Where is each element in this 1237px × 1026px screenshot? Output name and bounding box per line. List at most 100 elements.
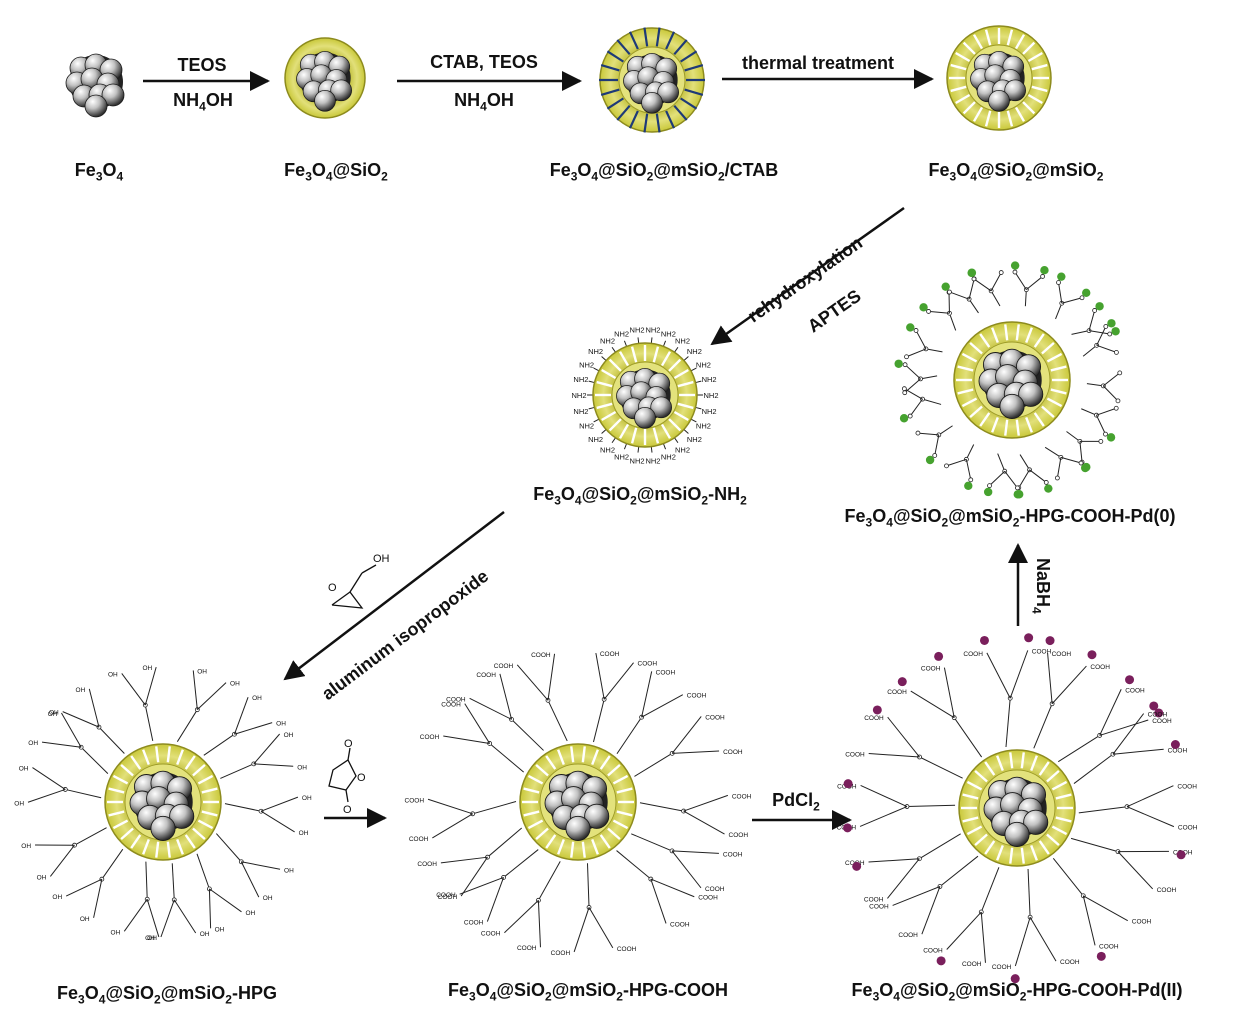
svg-text:COOH: COOH: [600, 651, 620, 658]
label-hpg: Fe3O4@SiO2@mSiO2-HPG: [57, 983, 277, 1007]
svg-text:COOH: COOH: [1177, 784, 1197, 791]
particle-hpg-cooh: COOHCOOHCOOHCOOHCOOHCOOHCOOHCOOHCOOHCOOH…: [405, 651, 752, 957]
svg-text:COOH: COOH: [729, 832, 749, 839]
svg-text:NH2: NH2: [588, 435, 603, 444]
label-fe3o4-sio2-msio2-nh2: Fe3O4@SiO2@mSiO2-NH2: [533, 484, 747, 508]
reagent-nh4oh-1: NH4OH: [173, 90, 233, 114]
particle-fe3o4-sio2-msio2-nh2: NH2NH2NH2NH2NH2NH2NH2NH2NH2NH2NH2NH2NH2N…: [571, 325, 718, 465]
svg-text:COOH: COOH: [1032, 648, 1052, 655]
svg-text:COOH: COOH: [1099, 943, 1119, 950]
svg-text:OH: OH: [263, 895, 273, 902]
svg-text:NH2: NH2: [614, 453, 629, 462]
svg-text:COOH: COOH: [420, 734, 440, 741]
svg-text:OH: OH: [108, 671, 118, 678]
particle-fe3o4-sio2: [284, 37, 366, 119]
svg-text:COOH: COOH: [446, 696, 466, 703]
svg-text:NH2: NH2: [600, 337, 615, 346]
label-pd2: Fe3O4@SiO2@mSiO2-HPG-COOH-Pd(II): [851, 980, 1183, 1004]
svg-text:COOH: COOH: [1178, 825, 1198, 832]
svg-text:COOH: COOH: [617, 946, 637, 953]
svg-text:COOH: COOH: [1125, 687, 1145, 694]
arrow-step5: [283, 511, 505, 681]
svg-text:NH2: NH2: [600, 445, 615, 454]
glycidol-oh-label: OH: [373, 553, 390, 565]
svg-text:COOH: COOH: [723, 851, 743, 858]
svg-text:COOH: COOH: [705, 714, 725, 721]
svg-text:COOH: COOH: [517, 945, 537, 952]
svg-text:COOH: COOH: [1132, 919, 1152, 926]
svg-text:OH: OH: [299, 830, 309, 837]
label-fe3o4-sio2: Fe3O4@SiO2: [284, 160, 388, 184]
succinic-anhydride-structure: O O O: [328, 738, 366, 816]
particle-fe3o4: [65, 53, 125, 118]
svg-text:OH: OH: [28, 740, 38, 747]
svg-text:NH2: NH2: [645, 457, 660, 466]
svg-text:COOH: COOH: [1090, 664, 1110, 671]
svg-text:OH: OH: [111, 929, 121, 936]
svg-text:OH: OH: [297, 764, 307, 771]
svg-text:NH2: NH2: [661, 453, 676, 462]
svg-text:COOH: COOH: [656, 669, 676, 676]
svg-text:NH2: NH2: [702, 407, 717, 416]
glycidol-structure: O OH: [328, 553, 390, 609]
svg-text:OH: OH: [200, 931, 210, 938]
svg-text:OH: OH: [147, 935, 157, 942]
svg-text:OH: OH: [21, 843, 31, 850]
svg-text:COOH: COOH: [481, 931, 501, 938]
reagent-thermal-treatment: thermal treatment: [741, 53, 895, 73]
svg-text:COOH: COOH: [1157, 887, 1177, 894]
svg-text:COOH: COOH: [417, 861, 437, 868]
svg-text:OH: OH: [215, 926, 225, 933]
svg-text:OH: OH: [276, 721, 286, 728]
svg-text:OH: OH: [14, 800, 24, 807]
svg-text:COOH: COOH: [962, 961, 982, 968]
svg-text:COOH: COOH: [494, 663, 514, 670]
svg-text:COOH: COOH: [1052, 651, 1072, 658]
svg-text:NH2: NH2: [687, 435, 702, 444]
label-pd0: Fe3O4@SiO2@mSiO2-HPG-COOH-Pd(0): [844, 506, 1176, 530]
svg-text:NH2: NH2: [687, 347, 702, 356]
svg-text:COOH: COOH: [869, 903, 889, 910]
svg-text:OH: OH: [230, 681, 240, 688]
svg-text:COOH: COOH: [864, 896, 884, 903]
svg-text:OH: OH: [52, 894, 62, 901]
svg-text:NH2: NH2: [696, 422, 711, 431]
svg-text:NH2: NH2: [579, 360, 594, 369]
svg-text:NH2: NH2: [579, 422, 594, 431]
particle-pd0: [894, 261, 1123, 499]
svg-text:OH: OH: [76, 687, 86, 694]
svg-text:OH: OH: [284, 732, 294, 739]
reagent-teos: TEOS: [177, 55, 227, 75]
svg-text:COOH: COOH: [531, 652, 551, 659]
label-fe3o4-sio2-msio2-ctab: Fe3O4@SiO2@mSiO2/CTAB: [549, 160, 779, 184]
svg-text:OH: OH: [245, 910, 255, 917]
svg-text:NH2: NH2: [614, 329, 629, 338]
svg-text:COOH: COOH: [923, 948, 943, 955]
particle-pd2: COOHCOOHCOOHCOOHCOOHCOOHCOOHCOOHCOOHCOOH…: [837, 633, 1198, 984]
svg-text:OH: OH: [302, 795, 312, 802]
svg-text:OH: OH: [80, 916, 90, 923]
svg-text:COOH: COOH: [921, 666, 941, 673]
svg-text:COOH: COOH: [864, 715, 884, 722]
label-fe3o4: Fe3O4: [74, 160, 124, 184]
svg-text:OH: OH: [19, 766, 29, 773]
reagent-nh4oh-2: NH4OH: [454, 90, 514, 114]
svg-text:COOH: COOH: [687, 693, 707, 700]
svg-text:NH2: NH2: [645, 325, 660, 334]
svg-text:COOH: COOH: [698, 895, 718, 902]
svg-text:COOH: COOH: [992, 964, 1012, 971]
svg-text:OH: OH: [252, 695, 262, 702]
svg-text:NH2: NH2: [703, 391, 718, 400]
svg-text:COOH: COOH: [441, 702, 461, 709]
svg-text:NH2: NH2: [661, 329, 676, 338]
svg-text:COOH: COOH: [898, 932, 918, 939]
particle-hpg: OH OH OH OH OH OH OH OH OH OH OH OH OH OH OH OH OH OH OH OH…: [14, 665, 312, 942]
reagent-pdcl2: PdCl2: [772, 790, 820, 814]
svg-text:NH2: NH2: [696, 360, 711, 369]
svg-text:COOH: COOH: [638, 661, 658, 668]
particle-fe3o4-sio2-msio2-ctab: [599, 27, 705, 133]
svg-text:COOH: COOH: [723, 749, 743, 756]
label-fe3o4-sio2-msio2: Fe3O4@SiO2@mSiO2: [928, 160, 1104, 184]
svg-text:NH2: NH2: [702, 375, 717, 384]
